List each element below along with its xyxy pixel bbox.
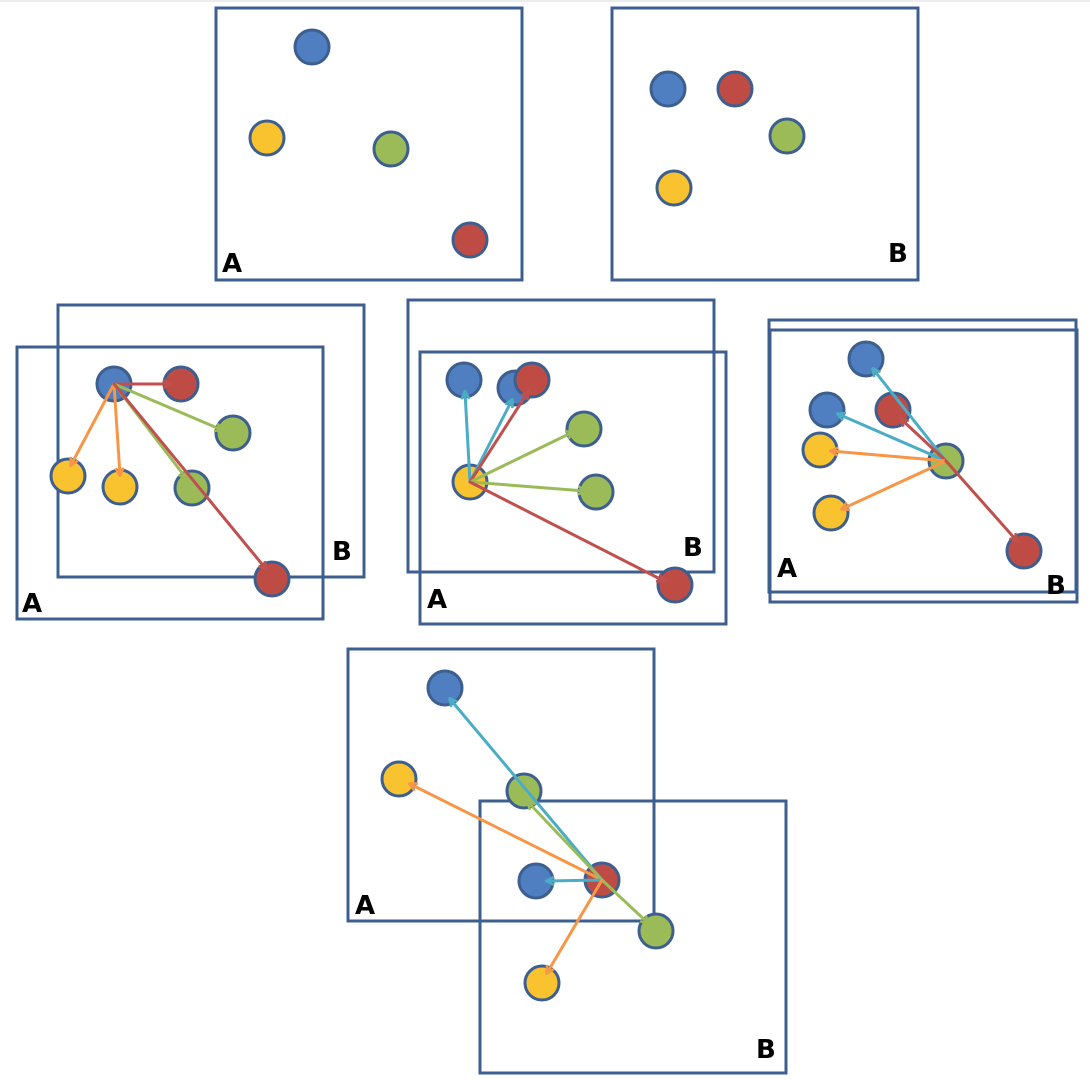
yellow-point [523, 964, 561, 1002]
correspondence-arrow [468, 400, 512, 484]
correspondence-arrow [465, 392, 472, 484]
blue-point [847, 340, 885, 378]
correspondence-arrow [71, 382, 116, 465]
yellow-point [380, 760, 418, 798]
correspondence-arrow [901, 419, 948, 463]
correspondence-arrow [468, 480, 664, 581]
blue-point [808, 391, 846, 429]
correspondence-arrow [468, 392, 528, 484]
panel-overlay-yellow-anchor: B A [406, 298, 728, 626]
correspondence-arrow [468, 480, 585, 491]
frame-label-b: B [332, 537, 352, 567]
correspondence-arrow [112, 382, 120, 475]
frame-b-rect [56, 303, 366, 579]
green-point [565, 410, 603, 448]
yellow-point [49, 457, 87, 495]
correspondence-arrow [410, 784, 604, 882]
red-point [253, 560, 291, 598]
frame-label-b: B [756, 1035, 776, 1065]
yellow-point [812, 494, 850, 532]
frame-label-b: B [683, 533, 703, 563]
frame-label-a: A [427, 585, 447, 615]
correspondence-arrow [450, 699, 604, 882]
correspondence-arrow [547, 878, 604, 973]
frame-label-a: A [222, 249, 242, 279]
correspondence-arrow [547, 880, 604, 881]
frame-a-rect [768, 328, 1079, 604]
frame-label-a: A [777, 554, 797, 584]
green-point [372, 130, 410, 168]
correspondence-arrow [112, 382, 222, 430]
frame-label-a: A [22, 589, 42, 619]
red-point [656, 566, 694, 604]
panel-frame-a: A [214, 6, 524, 282]
frame-label-b: B [888, 239, 908, 269]
panel-overlay-green-anchor: B A [767, 318, 1079, 604]
frame-b-rect [478, 799, 788, 1075]
yellow-point [655, 169, 693, 207]
panel-overlay-red-anchor: A B [346, 647, 788, 1075]
frame-a-rect [346, 647, 656, 923]
correspondence-arrow [873, 369, 948, 463]
frame-label-a: A [355, 891, 375, 921]
yellow-point [248, 119, 286, 157]
green-point [768, 117, 806, 155]
panel-frame-b: B [610, 6, 920, 282]
frame-a-rect [15, 345, 325, 621]
correspondence-arrow [831, 451, 948, 463]
correspondence-arrow [468, 432, 573, 484]
green-point [214, 414, 252, 452]
correspondence-arrow [112, 382, 266, 569]
correspondence-arrow [944, 459, 1017, 541]
frame-label-b: B [1046, 571, 1066, 601]
frame-b-rect [406, 298, 716, 574]
frame-b-rect [610, 6, 920, 282]
correspondence-arrow [600, 878, 648, 923]
blue-point [649, 70, 687, 108]
panel-overlay-blue-anchor: B A [15, 303, 366, 621]
blue-point [426, 669, 464, 707]
red-point [451, 221, 489, 259]
correspondence-arrow [842, 459, 948, 509]
correspondence-arrow [528, 802, 604, 882]
red-point [716, 70, 754, 108]
red-point [513, 361, 551, 399]
green-point [173, 469, 211, 507]
blue-point [293, 28, 331, 66]
red-point [1005, 532, 1043, 570]
frame-a-rect [418, 350, 728, 626]
frame-a-rect [214, 6, 524, 282]
correspondence-arrow [838, 414, 948, 463]
